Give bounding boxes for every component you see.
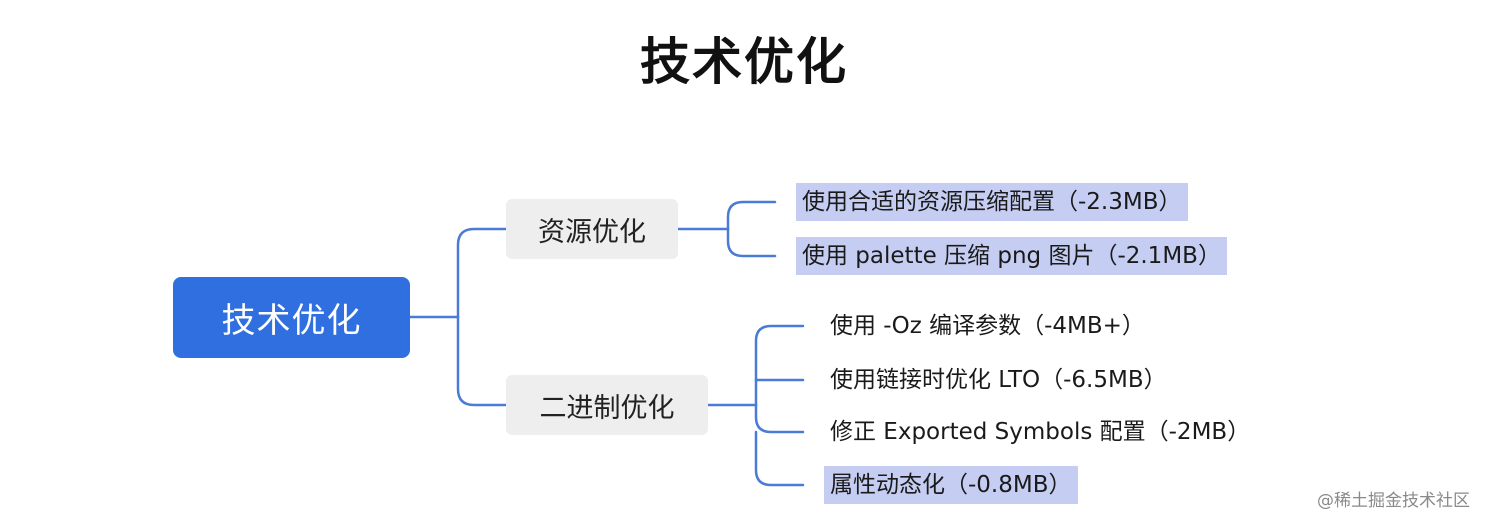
- link-binary-leaf-4: [754, 430, 805, 487]
- link-resources-leaf-2: [726, 227, 777, 258]
- branch-node-resources[interactable]: 资源优化: [506, 199, 678, 259]
- link-root-resources: [456, 227, 508, 319]
- branch-node-label: 二进制优化: [539, 392, 675, 424]
- link-binary-leaf-1: [754, 324, 805, 407]
- leaf-node[interactable]: 使用合适的资源压缩配置（-2.3MB）: [796, 183, 1188, 221]
- root-node-label: 技术优化: [221, 301, 362, 341]
- leaf-node[interactable]: 使用 palette 压缩 png 图片（-2.1MB）: [796, 237, 1227, 275]
- link-binary-leaf-3: [754, 403, 805, 434]
- root-node[interactable]: 技术优化: [173, 277, 410, 358]
- leaf-node[interactable]: 使用 -Oz 编译参数（-4MB+）: [830, 313, 1145, 339]
- branch-node-label: 资源优化: [538, 216, 646, 248]
- page-title: 技术优化: [640, 33, 848, 91]
- link-root-binary: [456, 315, 508, 407]
- branch-node-binary[interactable]: 二进制优化: [506, 375, 708, 435]
- leaf-node[interactable]: 修正 Exported Symbols 配置（-2MB）: [830, 419, 1251, 445]
- leaf-node[interactable]: 属性动态化（-0.8MB）: [824, 466, 1078, 504]
- link-resources-leaf-1: [726, 200, 777, 231]
- watermark: @稀土掘金技术社区: [1317, 491, 1470, 511]
- leaf-node[interactable]: 使用链接时优化 LTO（-6.5MB）: [830, 367, 1167, 393]
